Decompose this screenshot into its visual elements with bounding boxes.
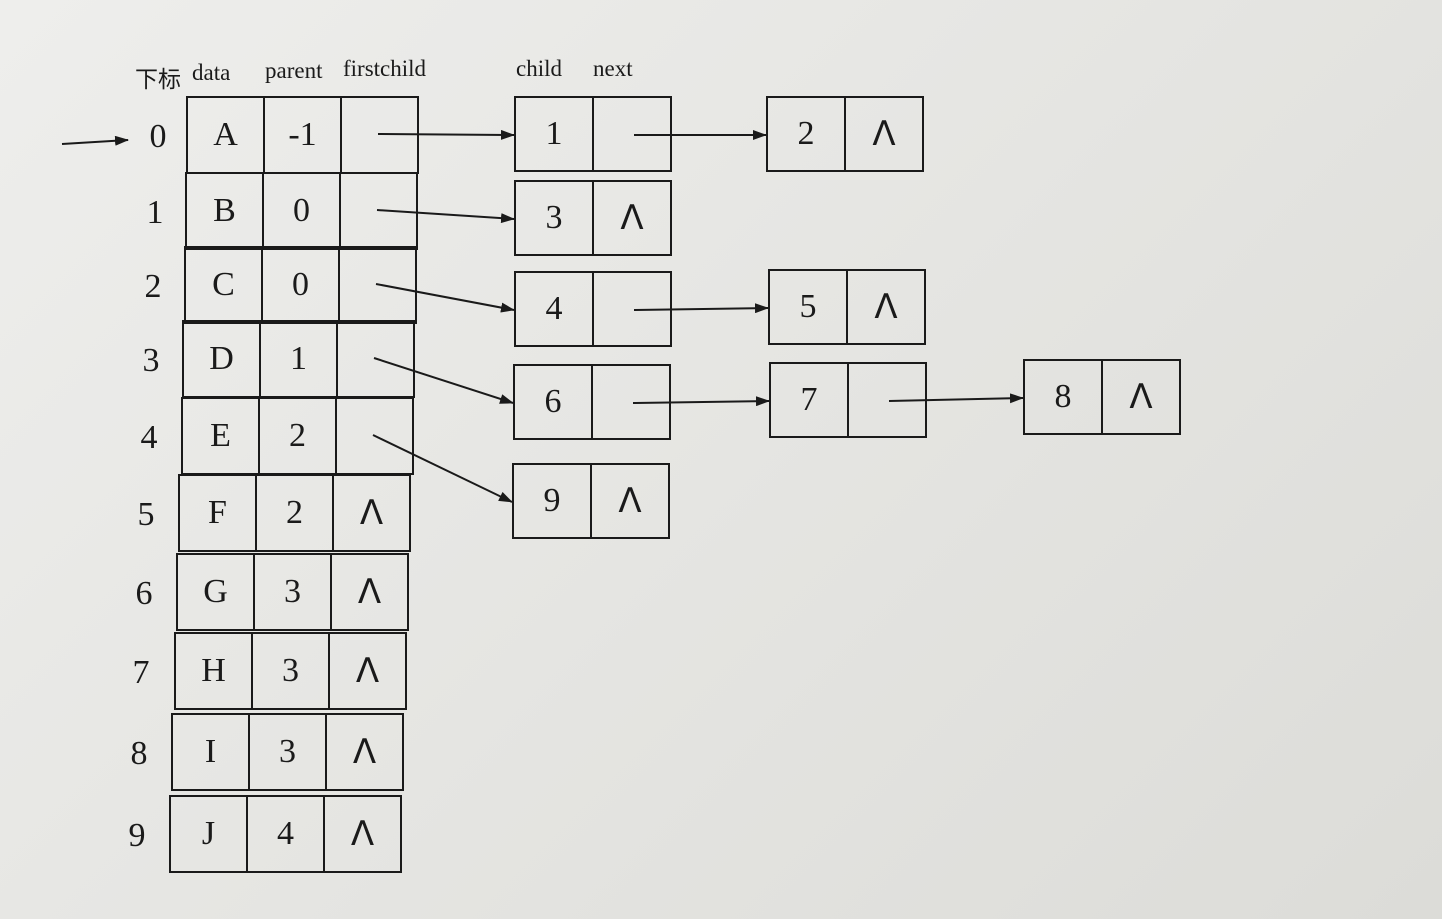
next-pointer-arrow: [632, 396, 770, 407]
row-index: 1: [146, 194, 164, 231]
next-cell: Λ: [846, 269, 926, 345]
firstchild-pointer-arrow: [376, 209, 515, 224]
row-index: 5: [137, 496, 155, 533]
firstchild-cell: Λ: [325, 713, 404, 791]
head-pointer-arrow: [61, 135, 129, 146]
row-index: 7: [132, 654, 150, 691]
next-pointer-arrow: [633, 303, 769, 314]
header-child: child: [516, 56, 562, 81]
row-index: 9: [128, 817, 146, 854]
row-index: 4: [140, 419, 158, 456]
header-parent: parent: [265, 58, 323, 83]
header-index: 下标: [135, 67, 181, 92]
header-firstchild: firstchild: [343, 56, 427, 81]
header-data: data: [192, 60, 231, 85]
firstchild-cell: Λ: [323, 795, 402, 873]
header-next: next: [593, 56, 633, 81]
child-node: 4: [514, 271, 672, 349]
next-pointer-arrow: [888, 393, 1024, 404]
firstchild-pointer-arrow: [372, 434, 513, 503]
child-node: 6: [513, 364, 671, 442]
next-cell: Λ: [592, 180, 672, 256]
next-cell: Λ: [590, 463, 670, 539]
next-cell: Λ: [1101, 359, 1181, 435]
row-index: 6: [135, 575, 153, 612]
row-index: 3: [142, 342, 160, 379]
row-index: 0: [149, 118, 167, 155]
firstchild-cell: Λ: [330, 553, 409, 631]
next-cell: Λ: [844, 96, 924, 172]
firstchild-cell: [338, 246, 417, 324]
row-index: 2: [144, 268, 162, 305]
firstchild-cell: Λ: [332, 474, 411, 552]
row-index: 8: [130, 735, 148, 772]
firstchild-cell: Λ: [328, 632, 407, 710]
firstchild-pointer-arrow: [373, 357, 514, 404]
child-node: 1: [514, 96, 672, 174]
data-cell: D: [182, 320, 261, 398]
firstchild-pointer-arrow: [375, 283, 515, 313]
firstchild-cell: [339, 172, 418, 250]
firstchild-pointer-arrow: [377, 129, 515, 140]
